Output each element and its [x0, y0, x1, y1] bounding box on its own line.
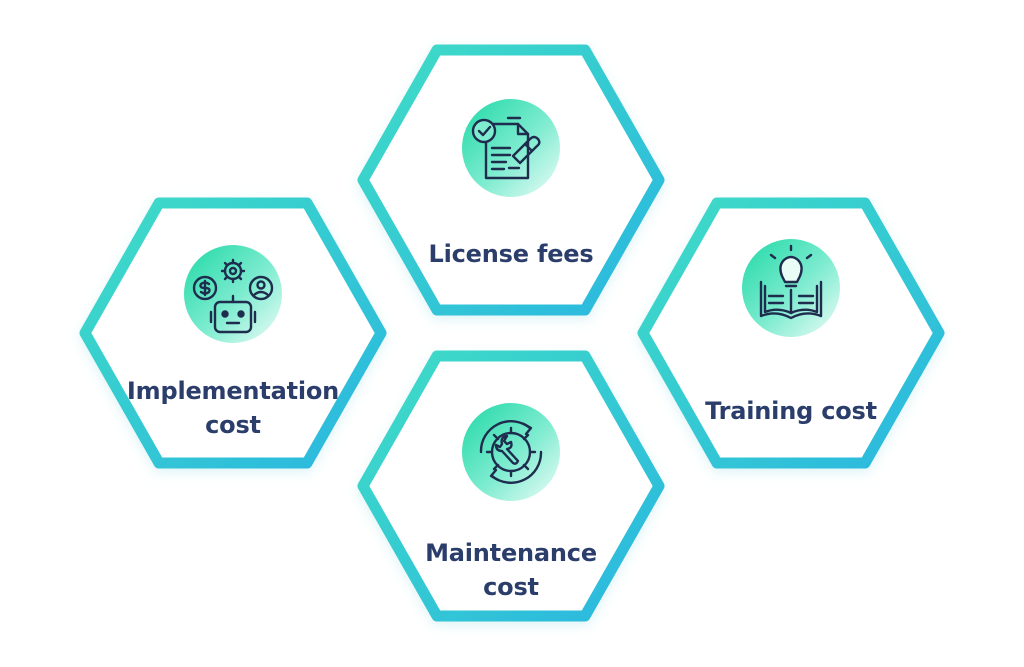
label-training-cost: Training cost: [691, 394, 891, 428]
label-training-cost-line-1: Training cost: [705, 397, 877, 425]
label-implementation-cost-line-2: cost: [205, 411, 261, 439]
label-maintenance-cost-line-1: Maintenance: [425, 539, 597, 567]
hexagon-license-fees: [357, 44, 665, 316]
label-license-fees-line-1: License fees: [428, 240, 594, 268]
label-implementation-cost: Implementation cost: [123, 374, 343, 442]
license-document-stamp-icon: [471, 116, 541, 180]
book-lightbulb-icon: [759, 244, 823, 320]
label-maintenance-cost-line-2: cost: [483, 573, 539, 601]
hexagon-maintenance-cost: [357, 350, 665, 622]
label-implementation-cost-line-1: Implementation: [126, 377, 340, 405]
label-maintenance-cost: Maintenance cost: [411, 536, 611, 604]
robot-settings-icon: [192, 258, 274, 334]
label-license-fees: License fees: [411, 237, 611, 271]
gear-wrench-icon: [479, 420, 543, 484]
implementation-icon-circle: [184, 245, 282, 343]
training-icon-circle: [742, 239, 840, 337]
